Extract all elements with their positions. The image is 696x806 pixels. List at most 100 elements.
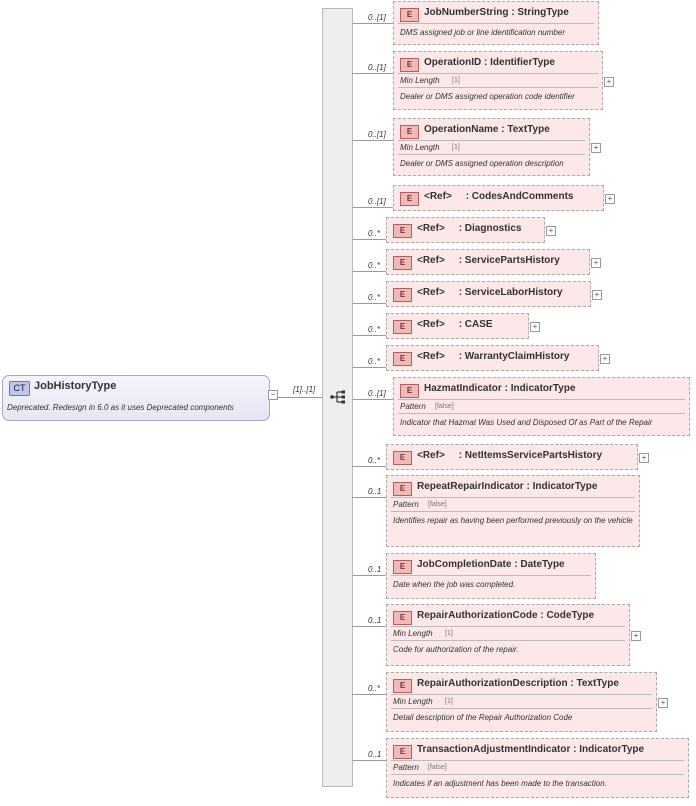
element-badge: E	[393, 560, 412, 574]
element-multiplicity: 0..[1]	[368, 130, 386, 139]
element-title: <Ref> : WarrantyClaimHistory	[417, 351, 569, 362]
element-name: RepairAuthorizationDescription	[417, 678, 568, 689]
element-badge: E	[393, 320, 412, 334]
element-connector	[352, 239, 386, 240]
element-multiplicity: 0..[1]	[368, 63, 386, 72]
expand-icon[interactable]: +	[631, 631, 641, 641]
element-box[interactable]: E <Ref> : CASE	[386, 313, 529, 339]
facet-value: [false]	[435, 403, 454, 410]
element-connector	[352, 399, 393, 400]
type-separator: :	[444, 255, 465, 266]
type-separator: :	[481, 57, 491, 68]
element-title: OperationName : TextType	[424, 124, 550, 135]
element-box[interactable]: E<Ref> : ServicePartsHistory	[386, 249, 590, 275]
element-badge: E	[400, 58, 419, 72]
element-badge: E	[400, 384, 419, 398]
element-type: ServiceLaborHistory	[464, 287, 563, 298]
element-documentation: Dealer or DMS assigned operation code id…	[400, 92, 575, 101]
element-title: RepeatRepairIndicator : IndicatorType	[417, 481, 597, 492]
element-box[interactable]: E <Ref> : ServiceLaborHistory	[386, 281, 591, 307]
element-type: CASE	[464, 319, 493, 330]
element-name: RepeatRepairIndicator	[417, 481, 524, 492]
connector-line	[277, 397, 322, 398]
complex-type-documentation: Deprecated. Redesign in 6.0 as it uses D…	[7, 403, 234, 412]
expand-icon[interactable]: +	[605, 194, 615, 204]
expand-icon[interactable]: +	[639, 453, 649, 463]
complex-type-box[interactable]: CT JobHistoryType Deprecated. Redesign i…	[2, 375, 270, 421]
facet-name: Min Length	[393, 697, 433, 706]
element-badge: E	[393, 256, 412, 270]
type-separator: :	[498, 124, 508, 135]
expand-icon[interactable]: +	[658, 698, 668, 708]
element-badge: E	[393, 451, 412, 465]
element-name: JobNumberString	[424, 7, 509, 18]
element-title: <Ref> : ServiceLaborHistory	[417, 287, 563, 298]
element-box[interactable]: E<Ref> : NetItemsServicePartsHistory	[386, 444, 638, 470]
element-multiplicity: 0..1	[368, 750, 382, 759]
expand-icon[interactable]: +	[600, 354, 610, 364]
element-multiplicity: 0..*	[368, 293, 381, 302]
collapse-icon[interactable]: −	[268, 390, 278, 400]
element-box[interactable]: E<Ref> : Diagnostics	[386, 217, 545, 243]
element-name: TransactionAdjustmentIndicator	[417, 744, 571, 755]
element-title: RepairAuthorizationDescription : TextTyp…	[417, 678, 619, 689]
facet-name: Pattern	[400, 402, 426, 411]
expand-icon[interactable]: +	[592, 290, 602, 300]
element-connector	[352, 73, 393, 74]
facet-divider	[391, 511, 635, 512]
facet-value: [1]	[445, 630, 453, 637]
type-separator: :	[567, 678, 577, 689]
type-separator: :	[451, 191, 472, 202]
element-documentation: Detail description of the Repair Authori…	[393, 713, 573, 722]
facet-name: Min Length	[400, 143, 440, 152]
element-title: RepairAuthorizationCode : CodeType	[417, 610, 594, 621]
element-type: IndicatorType	[532, 481, 598, 492]
element-type: IndicatorType	[510, 383, 576, 394]
element-name: <Ref>	[417, 287, 445, 298]
type-separator: :	[523, 481, 533, 492]
element-connector	[352, 466, 386, 467]
complex-type-multiplicity: [1]..[1]	[293, 385, 316, 394]
element-name: <Ref>	[417, 319, 445, 330]
expand-icon[interactable]: +	[546, 226, 556, 236]
element-badge: E	[393, 482, 412, 496]
element-box[interactable]: E<Ref> : CodesAndComments	[393, 185, 604, 211]
facet-value: [false]	[428, 501, 447, 508]
type-separator: :	[444, 223, 465, 234]
element-type: CodeType	[546, 610, 595, 621]
expand-icon[interactable]: +	[604, 77, 614, 87]
element-title: OperationID : IdentifierType	[424, 57, 555, 68]
facet-value: [1]	[445, 698, 453, 705]
element-type: IndicatorType	[579, 744, 645, 755]
element-connector	[352, 497, 386, 498]
element-box[interactable]: E<Ref> : WarrantyClaimHistory	[386, 345, 599, 371]
expand-icon[interactable]: +	[530, 322, 540, 332]
element-badge: E	[393, 745, 412, 759]
element-box[interactable]: E TransactionAdjustmentIndicator : Indica…	[386, 738, 689, 798]
element-title: <Ref> : CASE	[417, 319, 493, 330]
element-name: <Ref>	[417, 351, 445, 362]
element-multiplicity: 0..[1]	[368, 389, 386, 398]
type-separator: :	[570, 744, 580, 755]
element-divider	[391, 575, 591, 576]
facet-value: [false]	[428, 764, 447, 771]
facet-divider	[398, 413, 685, 414]
expand-icon[interactable]: +	[591, 143, 601, 153]
facet-name: Min Length	[393, 629, 433, 638]
element-badge: E	[393, 288, 412, 302]
element-connector	[352, 303, 386, 304]
element-multiplicity: 0..*	[368, 261, 381, 270]
element-multiplicity: 0..*	[368, 456, 381, 465]
expand-icon[interactable]: +	[591, 258, 601, 268]
element-type: WarrantyClaimHistory	[464, 351, 570, 362]
element-type: DateType	[520, 559, 565, 570]
